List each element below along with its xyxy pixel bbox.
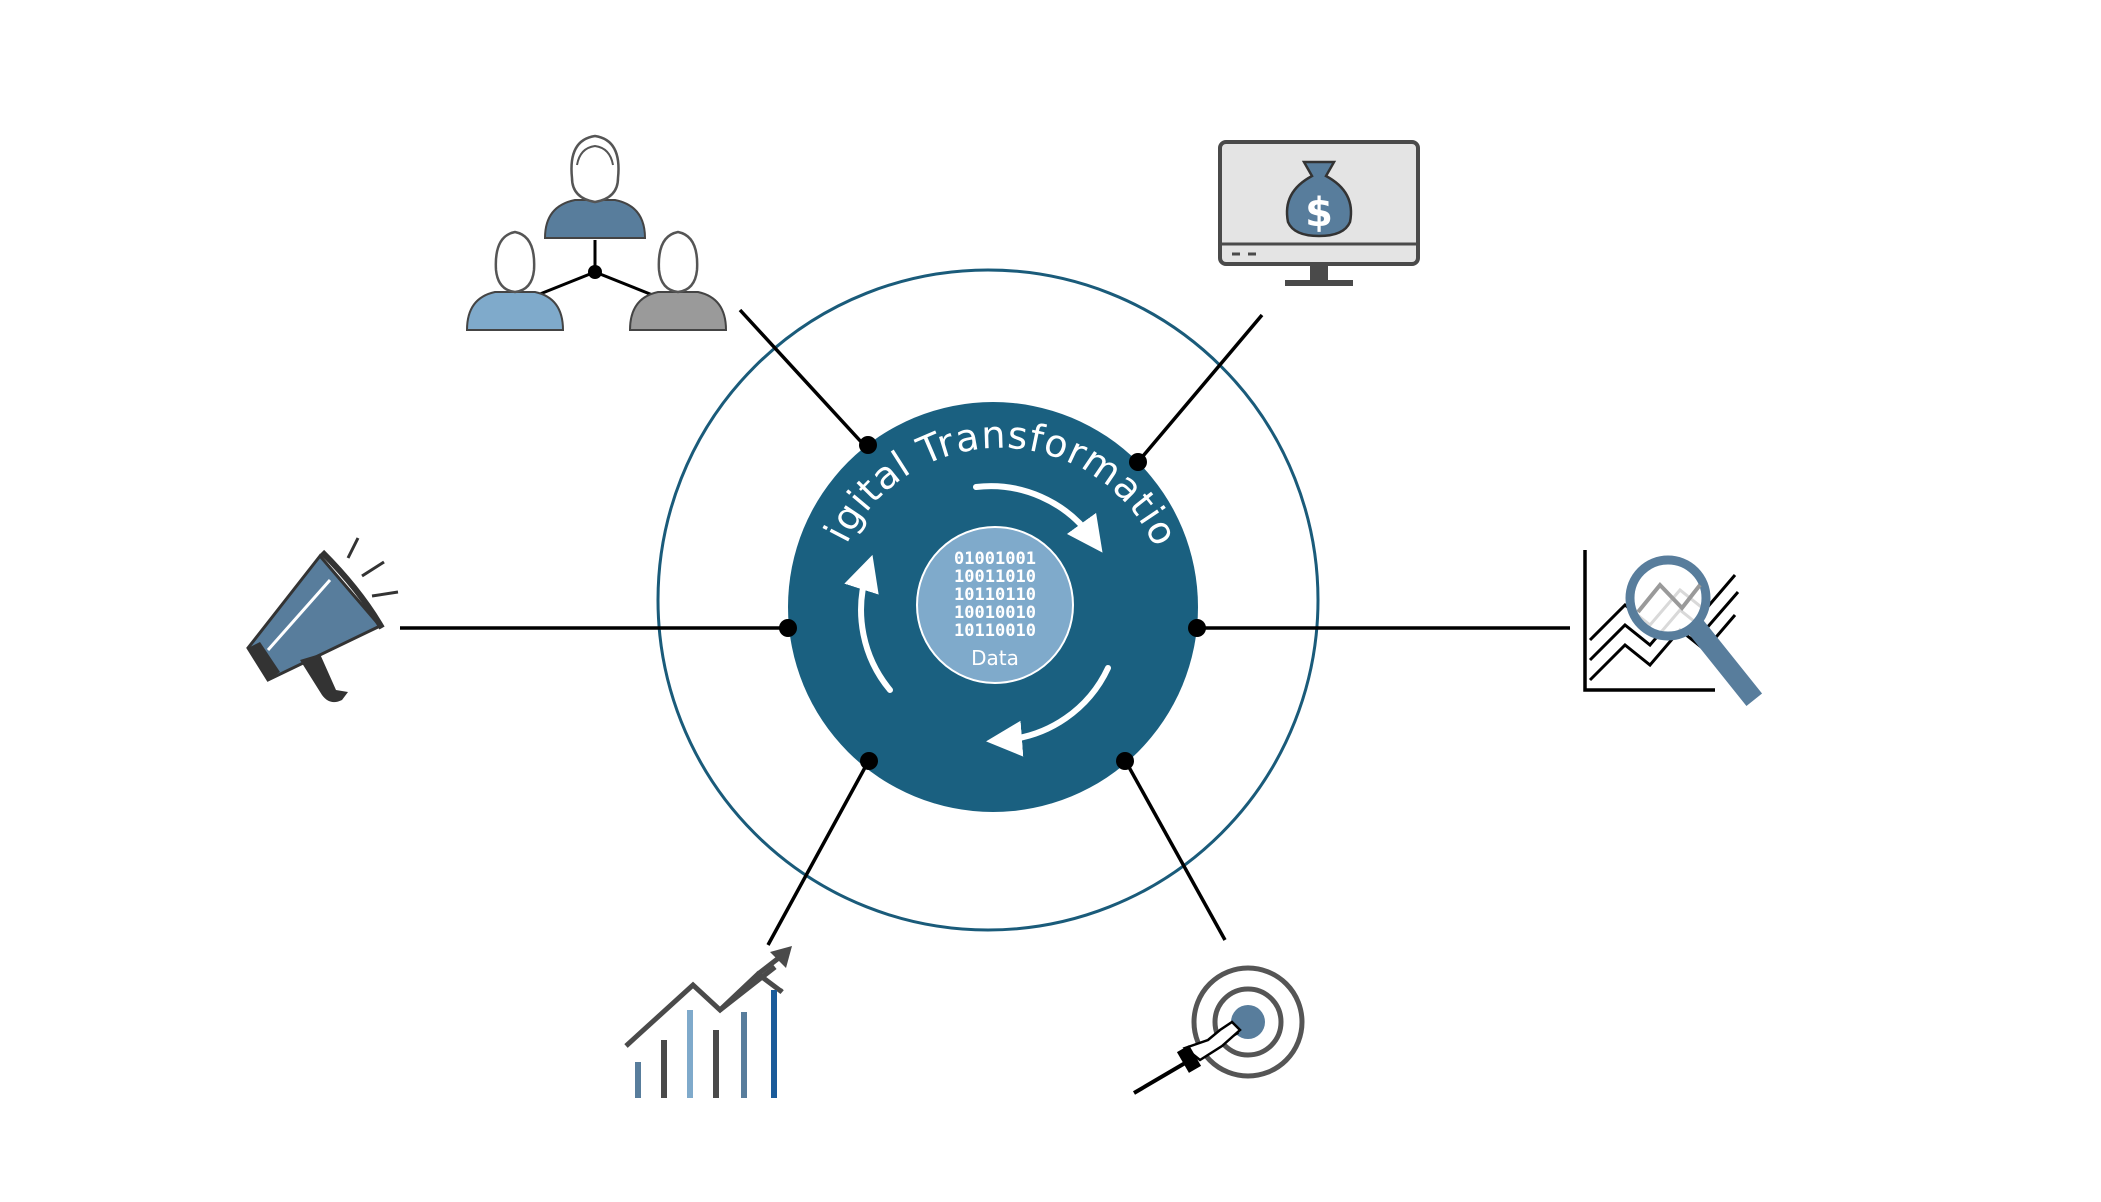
cycle-arrows [844, 483, 1111, 757]
dot-chart-analysis [1188, 619, 1206, 637]
svg-text:$: $ [1305, 190, 1333, 236]
binary-line: 10010010 [954, 603, 1036, 623]
magnifier-chart-icon [1583, 550, 1763, 707]
binary-line: 10110110 [954, 585, 1036, 605]
target-dart-icon [1132, 965, 1305, 1095]
data-core [916, 526, 1074, 684]
dot-megaphone [779, 619, 797, 637]
connector-people [738, 308, 866, 447]
cycle-arrow-right [986, 665, 1111, 757]
connection-dots [779, 436, 1206, 770]
money-monitor-icon: $ [1218, 140, 1420, 286]
outer-ring [656, 268, 1320, 932]
connector-lines [400, 308, 1570, 946]
binary-line: 10011010 [954, 567, 1036, 587]
cycle-arrow-left [844, 554, 893, 693]
data-label: Data [971, 646, 1019, 670]
binary-line: 10110010 [954, 621, 1036, 641]
dot-people [859, 436, 877, 454]
dot-target [1116, 752, 1134, 770]
binary-line: 01001001 [954, 549, 1036, 569]
megaphone-icon [246, 537, 399, 703]
connector-target [1123, 759, 1227, 941]
dot-growth [860, 752, 878, 770]
people-network-icon [465, 134, 728, 331]
growth-chart-icon [624, 946, 792, 1098]
connector-growth [766, 761, 870, 946]
connector-money [1136, 313, 1264, 464]
binary-block: 01001001 10011010 10110110 10010010 1011… [954, 549, 1036, 641]
dot-money [1129, 453, 1147, 471]
cycle-arrow-top [973, 483, 1103, 553]
